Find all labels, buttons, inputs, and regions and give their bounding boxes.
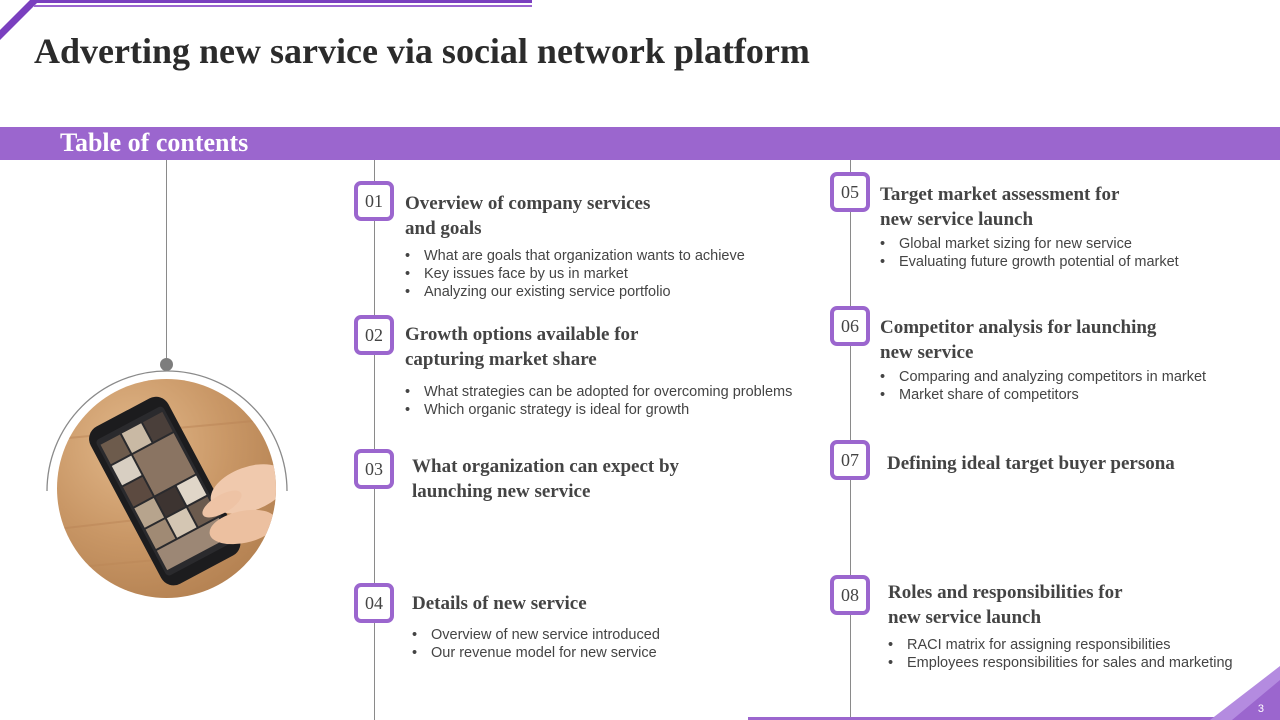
item-title-06: Competitor analysis for launching new se… bbox=[880, 317, 1157, 363]
decorative-arc bbox=[46, 370, 288, 492]
item-number-05: 05 bbox=[830, 172, 870, 212]
slide-title: Adverting new sarvice via social network… bbox=[34, 31, 810, 71]
bullet-list-05: Global market sizing for new service Eva… bbox=[880, 235, 1179, 271]
list-item: RACI matrix for assigning responsibiliti… bbox=[888, 636, 1233, 654]
item-title-04: Details of new service bbox=[412, 593, 587, 614]
list-item: Evaluating future growth potential of ma… bbox=[880, 253, 1179, 271]
section-band: Table of contents bbox=[0, 127, 1280, 160]
phone-photo bbox=[57, 379, 276, 598]
item-title-03: What organization can expect by launchin… bbox=[412, 456, 680, 502]
footer-rule bbox=[748, 717, 1280, 720]
item-number-07: 07 bbox=[830, 440, 870, 480]
item-title-01: Overview of company services and goals bbox=[405, 193, 651, 239]
timeline-line-left bbox=[374, 160, 375, 720]
section-title: Table of contents bbox=[60, 128, 249, 157]
corner-accent-bottom-right bbox=[1210, 666, 1280, 720]
item-number-04: 04 bbox=[354, 583, 394, 623]
bullet-list-04: Overview of new service introduced Our r… bbox=[412, 626, 660, 662]
item-title-08: Roles and responsibilities for new servi… bbox=[888, 582, 1123, 628]
list-item: Global market sizing for new service bbox=[880, 235, 1179, 253]
phone-illustration bbox=[57, 396, 276, 586]
item-number-08: 08 bbox=[830, 575, 870, 615]
list-item: What are goals that organization wants t… bbox=[405, 247, 745, 265]
page-number: 3 bbox=[1257, 703, 1264, 715]
bullet-list-08: RACI matrix for assigning responsibiliti… bbox=[888, 636, 1233, 672]
list-item: What strategies can be adopted for overc… bbox=[405, 383, 792, 401]
item-title-05: Target market assessment for new service… bbox=[880, 184, 1120, 230]
item-number-06: 06 bbox=[830, 306, 870, 346]
item-title-07: Defining ideal target buyer persona bbox=[887, 453, 1175, 474]
header-rule bbox=[30, 0, 532, 3]
list-item: Employees responsibilities for sales and… bbox=[888, 654, 1233, 672]
pin-dot bbox=[160, 358, 173, 371]
list-item: Key issues face by us in market bbox=[405, 265, 745, 283]
list-item: Comparing and analyzing competitors in m… bbox=[880, 368, 1206, 386]
bullet-list-01: What are goals that organization wants t… bbox=[405, 247, 745, 301]
bullet-list-06: Comparing and analyzing competitors in m… bbox=[880, 368, 1206, 404]
list-item: Overview of new service introduced bbox=[412, 626, 660, 644]
item-number-03: 03 bbox=[354, 449, 394, 489]
item-number-01: 01 bbox=[354, 181, 394, 221]
pin-line bbox=[166, 160, 167, 364]
list-item: Market share of competitors bbox=[880, 386, 1206, 404]
item-number-02: 02 bbox=[354, 315, 394, 355]
list-item: Which organic strategy is ideal for grow… bbox=[405, 401, 792, 419]
bullet-list-02: What strategies can be adopted for overc… bbox=[405, 383, 792, 419]
header-rule-thin bbox=[34, 5, 532, 7]
list-item: Our revenue model for new service bbox=[412, 644, 660, 662]
list-item: Analyzing our existing service portfolio bbox=[405, 283, 745, 301]
item-title-02: Growth options available for capturing m… bbox=[405, 324, 639, 370]
corner-accent-top-left bbox=[0, 0, 40, 40]
